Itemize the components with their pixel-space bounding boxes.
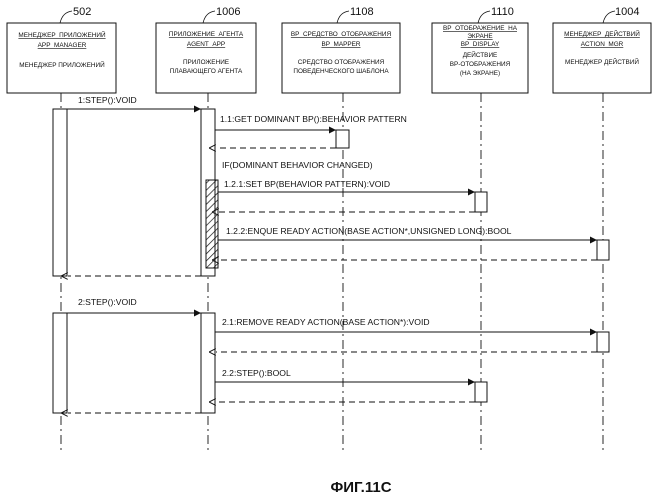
activation-app-manager-2 [53, 313, 67, 413]
message-label-m2-2: 2.2:STEP():BOOL [222, 368, 291, 378]
participant-label-line: (НА ЭКРАНЕ) [460, 70, 500, 77]
participant-label-line: МЕНЕДЖЕР ПРИЛОЖЕНИЙ [19, 60, 105, 69]
participant-label-line: МЕНЕДЖЕР_ДЕЙСТВИЙ [564, 29, 640, 38]
participant-label-line: ПЛАВАЮЩЕГО АГЕНТА [170, 68, 243, 75]
call-arrows [67, 109, 597, 382]
activation-action-mgr-2 [597, 332, 609, 352]
participant-label-line: ПОВЕДЕНЧЕСКОГО ШАБЛОНА [293, 68, 389, 75]
participant-label-line: BP_DISPLAY [461, 41, 500, 48]
participant-bp-display: 1110 BP_ОТОБРАЖЕНИЕ_НА ЭКРАНЕ BP_DISPLAY… [432, 6, 528, 93]
activation-bp-display-1 [475, 192, 487, 212]
participant-ref: 1108 [350, 6, 374, 18]
participant-label-line: ЭКРАНЕ [467, 33, 492, 40]
message-label-m1-2-1: 1.2.1:SET BP(BEHAVIOR PATTERN):VOID [224, 179, 390, 189]
participant-label-line: BP_MAPPER [321, 41, 360, 48]
participant-label-line: ПРИЛОЖЕНИЕ [183, 59, 229, 66]
activation-action-mgr-1 [597, 240, 609, 260]
message-label-m2: 2:STEP():VOID [78, 297, 137, 307]
participant-bp-mapper: 1108 BP_СРЕДСТВО_ОТОБРАЖЕНИЯ BP_MAPPER С… [282, 6, 400, 93]
participant-label-line: APP_MANAGER [38, 42, 87, 49]
activation-bp-mapper [336, 130, 349, 148]
participant-ref: 502 [73, 6, 91, 18]
participant-label-line: BP-ОТОБРАЖЕНИЯ [450, 61, 511, 68]
message-label-m1-1: 1.1:GET DOMINANT BP():BEHAVIOR PATTERN [220, 114, 407, 124]
guard-condition-label: IF(DOMINANT BEHAVIOR CHANGED) [222, 160, 373, 170]
participant-label-line: ACTION_MGR [581, 41, 624, 48]
message-label-m1: 1:STEP():VOID [78, 95, 137, 105]
participant-label-line: МЕНЕДЖЕР_ПРИЛОЖЕНИЙ [18, 30, 106, 39]
participant-label-line: BP_ОТОБРАЖЕНИЕ_НА [443, 25, 518, 32]
message-label-m2-1: 2.1:REMOVE READY ACTION(BASE ACTION*):VO… [222, 317, 430, 327]
participant-label-line: ДЕЙСТВИЕ [463, 50, 498, 59]
participant-agent-app: 1006 ПРИЛОЖЕНИЕ_АГЕНТА AGENT_APP ПРИЛОЖЕ… [156, 6, 256, 93]
participant-action-mgr: 1004 МЕНЕДЖЕР_ДЕЙСТВИЙ ACTION_MGR МЕНЕДЖ… [553, 6, 651, 93]
activation-bp-display-2 [475, 382, 487, 402]
activation-app-manager-1 [53, 109, 67, 276]
participant-label-line: AGENT_APP [187, 41, 225, 48]
figure-title: ФИГ.11С [330, 479, 391, 496]
participant-label-line: BP_СРЕДСТВО_ОТОБРАЖЕНИЯ [291, 31, 392, 38]
participant-label-line: МЕНЕДЖЕР ДЕЙСТВИЙ [565, 57, 639, 66]
participant-label-line: СРЕДСТВО ОТОБРАЖЕНИЯ [298, 59, 385, 66]
lifelines [61, 93, 603, 450]
participant-ref: 1004 [615, 6, 639, 18]
activation-agent-app-nested [206, 180, 218, 268]
activations [53, 109, 609, 413]
activation-agent-app-2 [201, 313, 215, 413]
message-label-m1-2-2: 1.2.2:ENQUE READY ACTION(BASE ACTION*,UN… [226, 226, 512, 236]
participant-app-manager: 502 МЕНЕДЖЕР_ПРИЛОЖЕНИЙ APP_MANAGER МЕНЕ… [7, 6, 116, 93]
participant-ref: 1006 [216, 6, 240, 18]
participant-ref: 1110 [491, 6, 514, 18]
participant-label-line: ПРИЛОЖЕНИЕ_АГЕНТА [169, 31, 244, 38]
